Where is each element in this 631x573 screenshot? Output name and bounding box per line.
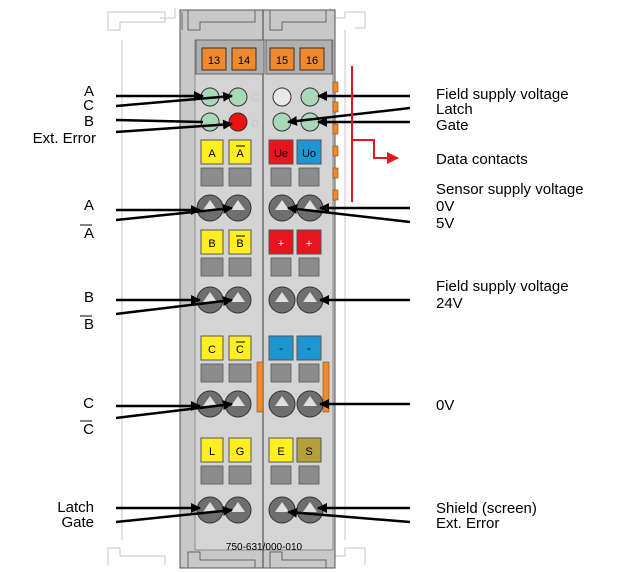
tag-row-2: B B + +: [200, 229, 322, 255]
terminal-14-box: [231, 47, 257, 71]
label-0v-sensor: 0V: [436, 198, 454, 215]
right-labels: Field supply voltage Latch Gate Data con…: [436, 86, 584, 532]
label-ext-error-right: Ext. Error: [436, 515, 499, 532]
label-ext-error-left: Ext. Error: [33, 130, 96, 147]
terminal-16-box: [299, 47, 325, 71]
label-gate-right: Gate: [436, 117, 469, 134]
tag-s: S: [305, 446, 312, 458]
led-b-indicator: [200, 112, 220, 132]
left-wires: [115, 91, 233, 524]
label-c-bar: C: [83, 421, 94, 438]
tag-uo: Uo: [302, 148, 316, 160]
tag-b: B: [208, 238, 215, 250]
data-contacts: [332, 81, 339, 201]
led-letter-d: D: [251, 118, 259, 130]
power-jumper-contacts: [256, 361, 330, 413]
label-b: B: [84, 113, 94, 130]
data-contacts-arrow: [351, 66, 399, 202]
left-labels: A C B Ext. Error A A B B C C Latch Gate: [33, 83, 96, 531]
clamp-row-3: [196, 390, 324, 418]
label-sensor-supply-voltage: Sensor supply voltage: [436, 181, 584, 198]
label-5v: 5V: [436, 215, 454, 232]
tag-g: G: [236, 446, 245, 458]
tag-l: L: [209, 446, 215, 458]
label-24v: 24V: [436, 295, 463, 312]
tag-plus-1: +: [278, 238, 284, 250]
label-0v-field: 0V: [436, 397, 454, 414]
label-field-supply-voltage: Field supply voltage: [436, 86, 569, 103]
clamp-row-1: [196, 194, 324, 222]
label-data-contacts: Data contacts: [436, 151, 528, 168]
tag-minus-2: -: [307, 343, 311, 355]
tag-ue: Ue: [274, 148, 288, 160]
led-ext-error-indicator: [228, 112, 248, 132]
clamp-row-2: [196, 286, 324, 314]
label-a-bar: A: [84, 225, 94, 242]
tag-a: A: [208, 148, 216, 160]
terminal-13-label: 13: [208, 55, 220, 67]
led-row: C D: [200, 87, 320, 132]
label-c: C: [83, 97, 94, 114]
led-gate-indicator: [300, 112, 320, 132]
label-gate-left: Gate: [61, 514, 94, 531]
terminal-number-row: 13 14 15 16: [195, 39, 333, 75]
label-b-2: B: [84, 289, 94, 306]
led-latch-indicator: [300, 87, 320, 107]
terminal-13-box: [201, 47, 227, 71]
tag-row-3: C C - -: [200, 335, 322, 361]
label-a-2: A: [84, 197, 94, 214]
release-slots: [200, 167, 320, 485]
tag-a-bar: A: [236, 148, 244, 160]
led-letter-c: C: [251, 92, 259, 104]
label-latch-left: Latch: [57, 499, 94, 516]
terminal-15-box: [269, 47, 295, 71]
terminal-16-label: 16: [306, 55, 318, 67]
terminal-14-label: 14: [238, 55, 250, 67]
tag-row-1: A A Ue Uo: [200, 139, 322, 165]
right-wires: [287, 91, 411, 524]
terminal-15-label: 15: [276, 55, 288, 67]
label-latch-right: Latch: [436, 101, 473, 118]
tag-c: C: [208, 344, 216, 356]
label-b-bar: B: [84, 316, 94, 333]
label-field-supply-voltage-2: Field supply voltage: [436, 278, 569, 295]
part-number: 750-631/000-010: [226, 542, 303, 553]
label-a: A: [84, 83, 94, 100]
tag-b-bar: B: [236, 238, 243, 250]
tag-plus-2: +: [306, 238, 312, 250]
tag-e: E: [277, 446, 284, 458]
tag-c-bar: C: [236, 344, 244, 356]
tag-row-4: L G E S: [200, 437, 322, 463]
tag-minus-1: -: [279, 343, 283, 355]
led-field-supply-indicator: [272, 87, 292, 107]
label-c-2: C: [83, 395, 94, 412]
label-shield: Shield (screen): [436, 500, 537, 517]
overbars: [80, 224, 92, 422]
